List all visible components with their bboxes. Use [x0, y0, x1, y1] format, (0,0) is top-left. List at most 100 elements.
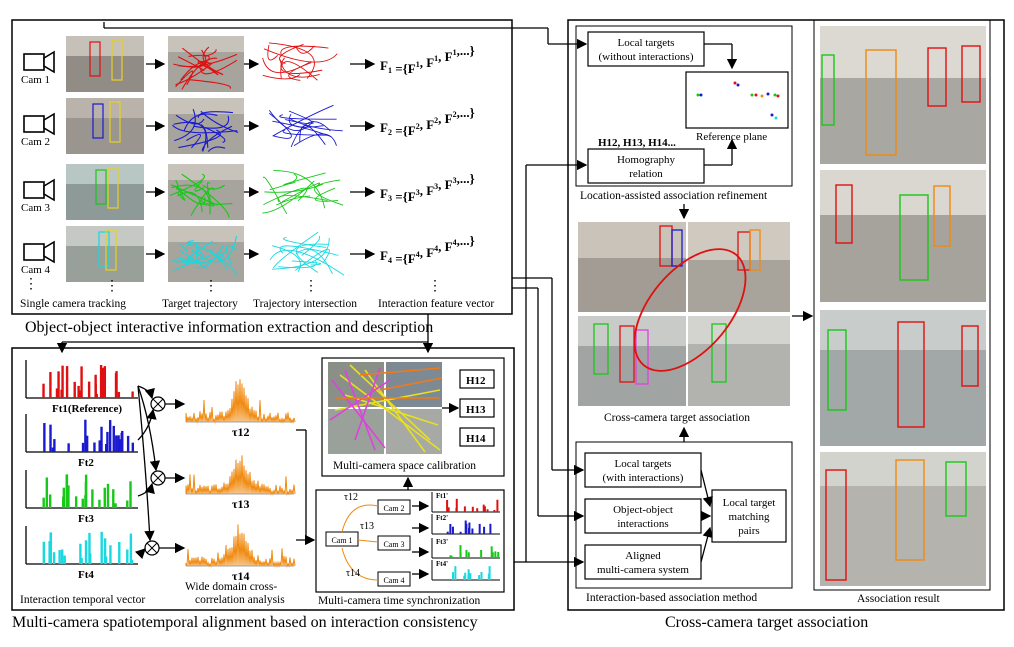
correlation-plot-1: τ12 [185, 379, 296, 439]
ft-label-1: Ft1(Reference) [52, 403, 122, 415]
cross-camera-images [578, 222, 790, 406]
ft-row-3: Ft3 [25, 470, 138, 525]
sync-tau-1: τ12 [344, 492, 358, 503]
camera-label: Cam 2 [21, 136, 50, 148]
feature-vector-2: F2 ={F2, F2, F2,...} [380, 105, 475, 138]
local-targets-int-2: (with interactions) [603, 472, 684, 484]
extraction-panel [11, 19, 513, 315]
title-alignment: Multi-camera spatiotemporal alignment ba… [12, 614, 478, 631]
ft-label-3: Ft3 [78, 513, 94, 525]
label-cross-camera-assoc: Cross-camera target association [604, 412, 750, 424]
correlation-operator-2 [150, 470, 186, 486]
label-intersection: Trajectory intersection [253, 298, 357, 310]
camera-row-2: Cam 2 F2 ={F2, F2, F2,...} [21, 98, 475, 154]
sync-cam-3: Cam 3 [383, 540, 404, 549]
ft-label-2: Ft2 [78, 457, 94, 469]
label-cross-corr-2: correlation analysis [195, 594, 285, 606]
reference-plane-box [685, 71, 789, 129]
camera-row-4: Cam 4 F4 ={F4, F4, F4,...} [21, 226, 475, 282]
correlation-operator-1 [150, 396, 186, 412]
ft-row-4: Ft4 [25, 526, 138, 581]
camera-label: Cam 3 [21, 202, 51, 214]
oo-interactions-2: interactions [617, 518, 668, 530]
sync-cam-1: Cam 1 [331, 536, 352, 545]
h14-box [459, 427, 495, 447]
sync-ft-4: Ft4' [436, 560, 448, 568]
title-extraction: Object-object interactive information ex… [25, 319, 433, 336]
h13-box [459, 398, 495, 418]
local-targets-no-int-2: (without interactions) [598, 51, 693, 63]
camera-label: Cam 4 [21, 264, 51, 276]
label-time-sync: Multi-camera time synchronization [318, 595, 480, 607]
label-location-refinement: Location-assisted association refinement [580, 190, 768, 202]
h12-label: H12 [466, 375, 486, 387]
tau-label-2: τ13 [232, 497, 250, 511]
ellipsis: ⋮ [428, 279, 442, 294]
local-targets-int-box [584, 452, 702, 488]
sync-cam-2: Cam 2 [383, 504, 404, 513]
sync-tau-3: τ14 [346, 568, 360, 579]
reference-plane-dots [696, 81, 780, 120]
matching-pairs-box [711, 489, 787, 543]
aligned-1: Aligned [625, 550, 661, 562]
tau-label-1: τ12 [232, 425, 250, 439]
ellipsis: ⋮ [204, 279, 218, 294]
homography-relation-box [587, 148, 705, 184]
homography-list: H12, H13, H14... [598, 137, 676, 149]
label-trajectory: Target trajectory [162, 298, 238, 310]
camera-icon [23, 50, 55, 74]
ellipsis: ⋮ [24, 277, 38, 292]
sync-ft-3: Ft3' [436, 538, 448, 546]
feature-vector-3: F3 ={F3, F3, F3,...} [380, 171, 475, 204]
sync-tau-2: τ13 [360, 521, 374, 532]
label-space-calibration: Multi-camera space calibration [333, 460, 476, 472]
h12-box [459, 369, 495, 389]
matching-3: pairs [738, 525, 759, 537]
feature-vector-4: F4 ={F4, F4, F4,...} [380, 233, 475, 266]
correlation-operator-3 [144, 540, 186, 556]
label-feature-vector: Interaction feature vector [378, 298, 494, 310]
local-targets-no-int-box [587, 31, 705, 67]
label-cross-corr-1: Wide domain cross- [185, 581, 277, 593]
sync-graph: Cam 1 Cam 2 Cam 3 Cam 4 τ12 τ13 τ14 Ft1' Ft2' Ft3… [325, 492, 500, 587]
label-tracking: Single camera tracking [20, 298, 126, 310]
ellipsis: ⋮ [304, 279, 318, 294]
homography-relation-2: relation [629, 168, 663, 180]
camera-icon [23, 178, 55, 202]
label-temporal-vector: Interaction temporal vector [20, 594, 145, 606]
sync-ft-1: Ft1' [436, 492, 448, 500]
ft-row-1: Ft1(Reference) [25, 360, 138, 415]
matching-1: Local target [723, 497, 776, 509]
h14-label: H14 [466, 433, 486, 445]
title-association: Cross-camera target association [665, 614, 868, 631]
reference-plane-label: Reference plane [696, 131, 767, 143]
oo-interactions-box [584, 498, 702, 534]
homography-relation-1: Homography [617, 154, 676, 166]
oo-interactions-1: Object-object [613, 504, 673, 516]
ft-label-4: Ft4 [78, 569, 94, 581]
calibration-image [328, 362, 443, 454]
sync-ft-2: Ft2' [436, 514, 448, 522]
camera-icon [23, 240, 55, 264]
sync-cam-4: Cam 4 [383, 576, 404, 585]
aligned-2: multi-camera system [597, 564, 689, 576]
local-targets-int-1: Local targets [615, 458, 672, 470]
location-refinement-box [575, 25, 793, 187]
ellipsis: ⋮ [105, 279, 119, 294]
camera-row-3: Cam 3 F3 ={F3, F3, F3,...} [21, 164, 475, 220]
camera-icon [23, 112, 55, 136]
correlation-plot-3: τ14 [185, 524, 296, 583]
association-result-box [813, 19, 991, 591]
camera-label: Cam 1 [21, 74, 50, 86]
label-association-result: Association result [857, 593, 941, 605]
camera-row-1: Cam 1 F1 ={F1, F1, F1,...} [21, 36, 475, 92]
alignment-panel [11, 347, 515, 611]
tau-label-3: τ14 [232, 569, 250, 583]
correlation-plot-2: τ13 [185, 455, 296, 511]
association-result-images [820, 26, 986, 586]
local-targets-no-int-1: Local targets [618, 37, 675, 49]
association-panel [567, 19, 1005, 611]
matching-2: matching [729, 511, 770, 523]
feature-vector-1: F1 ={F1, F1, F1,...} [380, 43, 475, 76]
